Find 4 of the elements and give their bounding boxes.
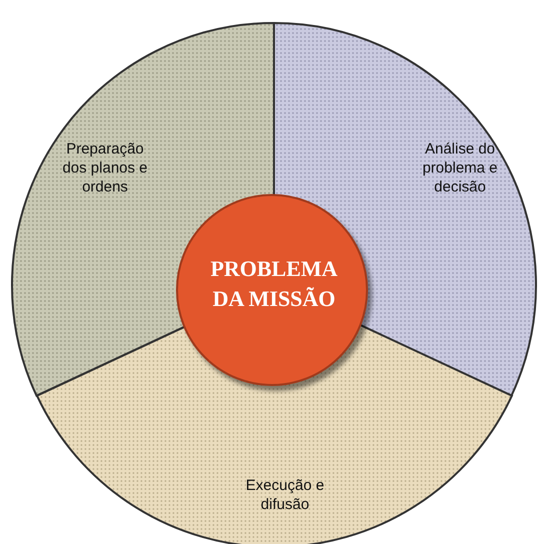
sector-label: Preparação dos planos e ordens xyxy=(61,140,149,196)
center-label: PROBLEMA DA MISSÃO xyxy=(209,255,339,313)
sector-label: Execução e difusão xyxy=(244,476,326,514)
sector-label: Análise do problema e decisão xyxy=(421,140,499,196)
